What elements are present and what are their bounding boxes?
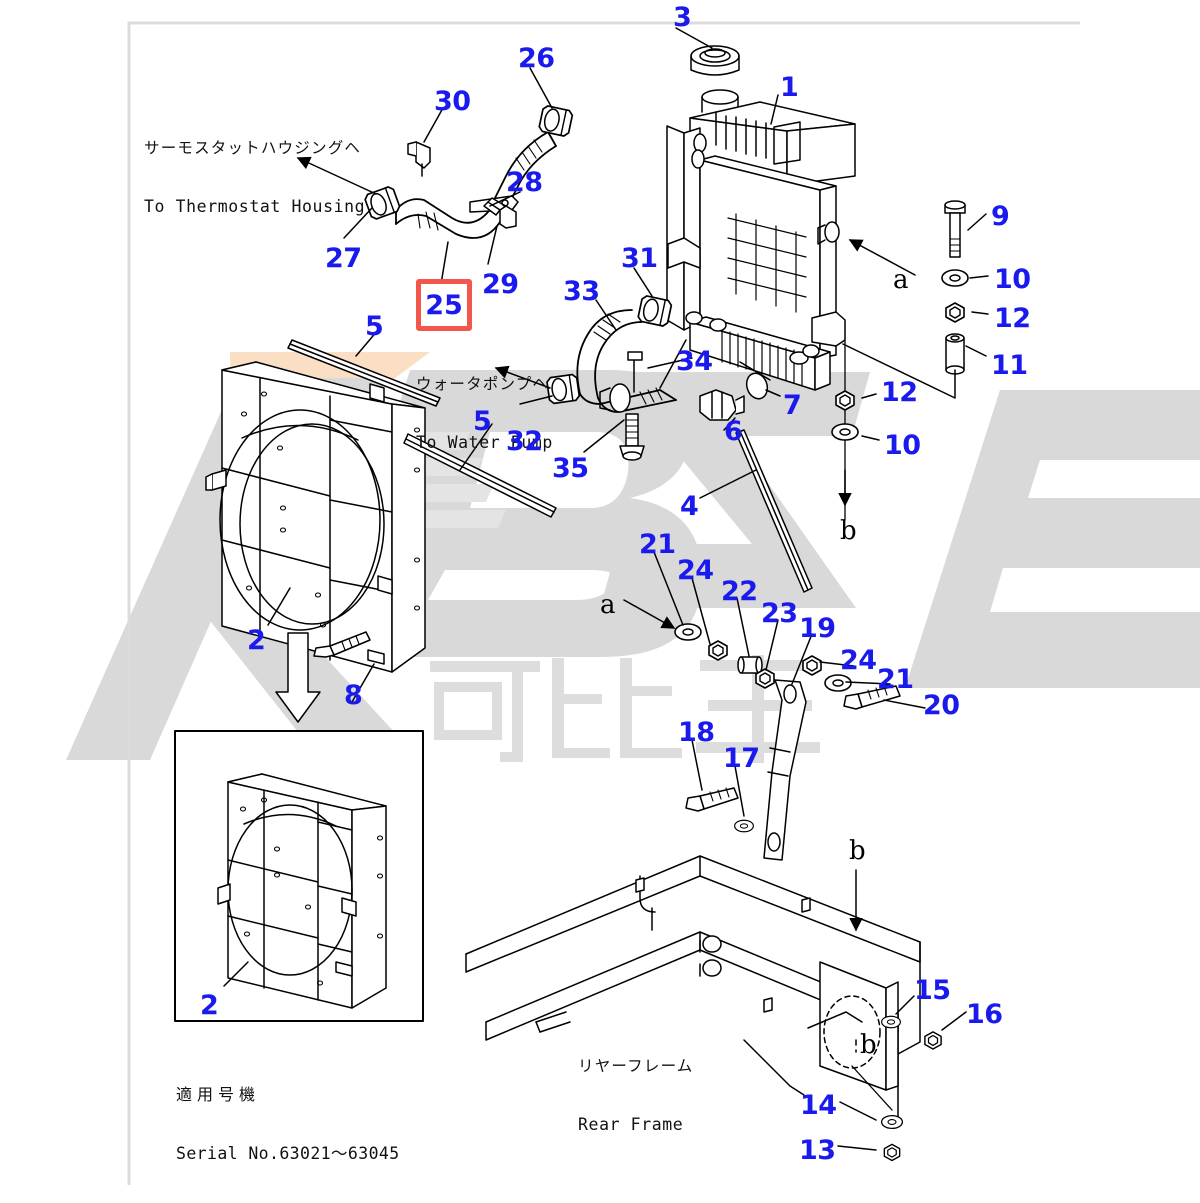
section-marker-b-lower: b — [860, 1030, 877, 1060]
callout-number-34[interactable]: 34 — [676, 346, 713, 377]
callout-number-33[interactable]: 33 — [563, 276, 600, 307]
spacer-11 — [945, 333, 965, 375]
nut-12 — [945, 302, 965, 323]
callout-number-23[interactable]: 23 — [761, 598, 798, 629]
highlighted-part-number-25[interactable]: 25 — [416, 279, 472, 331]
callout-number-22[interactable]: 22 — [721, 576, 758, 607]
callout-number-6[interactable]: 6 — [724, 416, 743, 447]
callout-number-31[interactable]: 31 — [621, 243, 658, 274]
fastener-group-middle — [623, 551, 926, 861]
bracket-6 — [699, 389, 745, 421]
callout-number-32[interactable]: 32 — [506, 426, 543, 457]
caption-rear-frame-jp: リヤーフレーム — [578, 1057, 694, 1076]
callout-number-5[interactable]: 5 — [365, 311, 384, 342]
section-marker-b-upper: b — [849, 836, 866, 866]
callout-number-16[interactable]: 16 — [966, 999, 1003, 1030]
section-marker-a-radiator: a — [893, 265, 909, 295]
callout-number-15[interactable]: 15 — [914, 975, 951, 1006]
callout-number-21[interactable]: 21 — [639, 529, 676, 560]
lower-hose-assembly — [494, 267, 693, 461]
callout-number-35[interactable]: 35 — [552, 453, 589, 484]
highlighted-part-label: 25 — [425, 289, 463, 321]
callout-number-2[interactable]: 2 — [247, 625, 266, 656]
section-marker-b-radiator: b — [840, 516, 857, 546]
section-marker-a-bracket: a — [600, 590, 616, 620]
callout-number-19[interactable]: 19 — [799, 613, 836, 644]
callout-number-3[interactable]: 3 — [673, 2, 692, 33]
caption-water-pump-jp: ウォータポンプヘ — [416, 375, 550, 394]
callout-number-9[interactable]: 9 — [991, 201, 1010, 232]
callout-number-1[interactable]: 1 — [780, 72, 799, 103]
bolt-9 — [944, 200, 966, 258]
washer-15 — [881, 1015, 901, 1029]
page-frame — [127, 21, 1080, 1185]
caption-thermostat-housing: サーモスタットハウジングヘ To Thermostat Housing — [144, 100, 365, 256]
nut-13 — [883, 1143, 901, 1162]
callout-number-20[interactable]: 20 — [923, 690, 960, 721]
clip-30 — [407, 141, 431, 177]
radiator-cap-3 — [690, 45, 740, 76]
callout-number-5[interactable]: 5 — [473, 406, 492, 437]
callout-number-18[interactable]: 18 — [678, 717, 715, 748]
substitution-arrow — [275, 632, 321, 723]
caption-thermostat-jp: サーモスタットハウジングヘ — [144, 139, 362, 158]
callout-number-10[interactable]: 10 — [994, 264, 1031, 295]
callout-number-4[interactable]: 4 — [680, 491, 699, 522]
callout-number-2[interactable]: 2 — [200, 990, 219, 1021]
inset-alternate-shroud — [174, 730, 424, 1022]
caption-rear-frame-en: Rear Frame — [578, 1114, 684, 1134]
caption-rear-frame: リヤーフレーム Rear Frame — [578, 1018, 694, 1174]
radiator-assembly — [666, 27, 916, 391]
bolt-18 — [685, 787, 739, 812]
fan-shroud-assembly — [205, 329, 557, 723]
callout-number-13[interactable]: 13 — [799, 1135, 836, 1166]
callout-number-24[interactable]: 24 — [840, 645, 877, 676]
rear-frame-assembly — [465, 855, 967, 1162]
callout-number-8[interactable]: 8 — [344, 680, 363, 711]
callout-number-24[interactable]: 24 — [677, 555, 714, 586]
callout-number-27[interactable]: 27 — [325, 243, 362, 274]
callout-number-11[interactable]: 11 — [991, 350, 1028, 381]
bolt-20 — [843, 685, 901, 710]
callout-number-26[interactable]: 26 — [518, 43, 555, 74]
bottom-fastener-stack — [831, 339, 880, 521]
caption-water-pump-en: To Water Pump — [416, 432, 553, 452]
callout-number-17[interactable]: 17 — [723, 743, 760, 774]
connector-34 — [599, 351, 643, 413]
bolt-35 — [619, 413, 645, 461]
callout-number-30[interactable]: 30 — [434, 86, 471, 117]
caption-serial-range: 適用号機 Serial No.63021〜63045 — [176, 1046, 400, 1203]
upper-hose-assembly — [296, 67, 575, 291]
caption-thermostat-en: To Thermostat Housing — [144, 196, 366, 216]
callout-number-10[interactable]: 10 — [884, 430, 921, 461]
callout-number-28[interactable]: 28 — [506, 167, 543, 198]
callout-number-7[interactable]: 7 — [783, 390, 802, 421]
washer-10 — [941, 269, 969, 287]
callout-number-12[interactable]: 12 — [994, 303, 1031, 334]
bolt-8 — [313, 631, 371, 658]
bracket-19 — [763, 679, 807, 861]
callout-number-21[interactable]: 21 — [877, 664, 914, 695]
washer-14 — [880, 1114, 904, 1130]
bolt-stack-right — [842, 200, 989, 399]
nut-16 — [924, 1031, 942, 1050]
callout-number-29[interactable]: 29 — [482, 269, 519, 300]
collar-22 — [737, 656, 763, 674]
callout-number-14[interactable]: 14 — [800, 1090, 837, 1121]
serial-label-jp: 適用号機 — [176, 1085, 261, 1105]
callout-number-12[interactable]: 12 — [881, 377, 918, 408]
caption-water-pump: ウォータポンプヘ To Water Pump — [416, 336, 553, 492]
grommet-bracket-rod — [699, 372, 813, 593]
serial-label-en: Serial No.63021〜63045 — [176, 1143, 400, 1163]
